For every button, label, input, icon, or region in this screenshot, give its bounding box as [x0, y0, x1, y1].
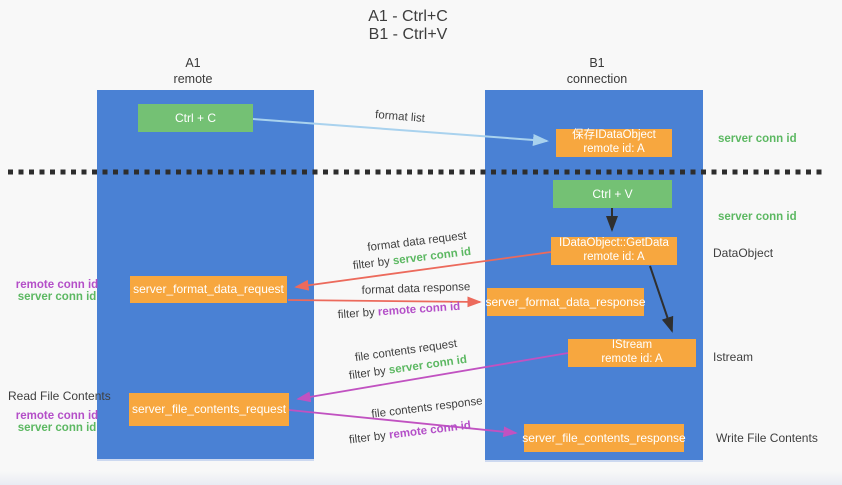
- node-server-format-data-response: server_format_data_response: [485, 288, 646, 316]
- title-line-2: B1 - Ctrl+V: [368, 26, 448, 44]
- remote-conn-id-label: remote conn id: [15, 410, 99, 422]
- node-idataobject-getdata: IDataObject::GetData remote id: A: [551, 237, 677, 265]
- node-ctrl-v: Ctrl + V: [553, 180, 672, 208]
- save-idataobject-line1: 保存IDataObject: [572, 129, 656, 142]
- node-server-file-contents-request: server_file_contents_request: [129, 393, 289, 426]
- node-ctrl-c: Ctrl + C: [138, 104, 253, 132]
- format-request-conn-ids: remote conn id server conn id: [9, 279, 105, 303]
- server-conn-id-top-label: server conn id: [718, 133, 797, 145]
- read-file-contents-label: Read File Contents: [8, 389, 111, 403]
- file-request-conn-ids: remote conn id server conn id: [9, 410, 105, 434]
- write-file-contents-label: Write File Contents: [716, 431, 818, 445]
- title-line-1: A1 - Ctrl+C: [368, 8, 448, 25]
- format-data-response-arrow: [287, 296, 482, 308]
- lane-header-b1: B1 connection: [537, 56, 657, 87]
- server-conn-id-label: server conn id: [17, 422, 97, 435]
- lane-a1-name: A1: [185, 56, 201, 70]
- istream-side-label: Istream: [713, 350, 754, 364]
- node-istream: IStream remote id: A: [568, 339, 696, 367]
- istream-line2: remote id: A: [601, 353, 663, 365]
- lane-header-a1: A1 remote: [133, 56, 253, 87]
- istream-line1: IStream: [611, 339, 653, 352]
- file-contents-response-arrow: [288, 409, 518, 438]
- format-list-arrow: [252, 118, 549, 146]
- lane-b1-role: connection: [566, 71, 628, 86]
- dataobject-label: DataObject: [713, 246, 774, 260]
- file-contents-request-arrow: [296, 352, 569, 403]
- server-conn-id-mid-label: server conn id: [718, 211, 797, 223]
- diagram-title: A1 - Ctrl+C B1 - Ctrl+V: [0, 8, 816, 45]
- node-save-idataobject: 保存IDataObject remote id: A: [556, 129, 672, 157]
- remote-conn-id-label: remote conn id: [15, 279, 99, 291]
- save-idataobject-line2: remote id: A: [583, 143, 645, 155]
- node-server-format-data-request: server_format_data_request: [130, 276, 287, 303]
- server-conn-id-label: server conn id: [17, 291, 97, 304]
- lane-a1-role: remote: [173, 71, 213, 86]
- getdata-line2: remote id: A: [583, 251, 645, 263]
- node-server-file-contents-response: server_file_contents_response: [522, 424, 686, 452]
- getdata-to-istream-arrow: [649, 265, 674, 333]
- format-data-request-arrow: [294, 251, 552, 291]
- getdata-line1: IDataObject::GetData: [559, 237, 669, 250]
- bottom-fade: [0, 471, 842, 485]
- lane-b1-name: B1: [589, 56, 605, 70]
